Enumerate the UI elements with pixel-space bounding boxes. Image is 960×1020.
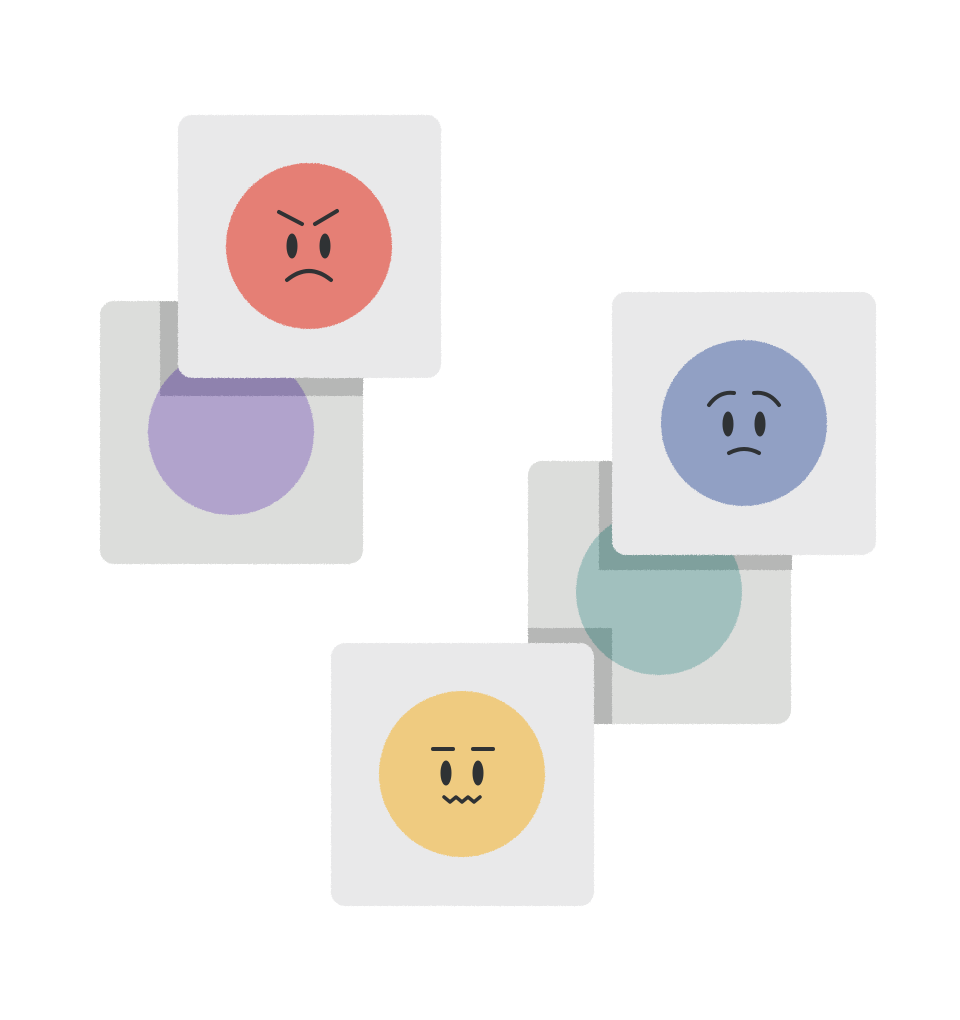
nervous-card bbox=[331, 643, 594, 906]
sad-face-icon bbox=[707, 390, 781, 455]
angry-face-icon bbox=[277, 209, 339, 282]
angry-card bbox=[178, 115, 441, 378]
sad-card bbox=[612, 292, 876, 555]
nervous-face-icon bbox=[431, 747, 495, 804]
